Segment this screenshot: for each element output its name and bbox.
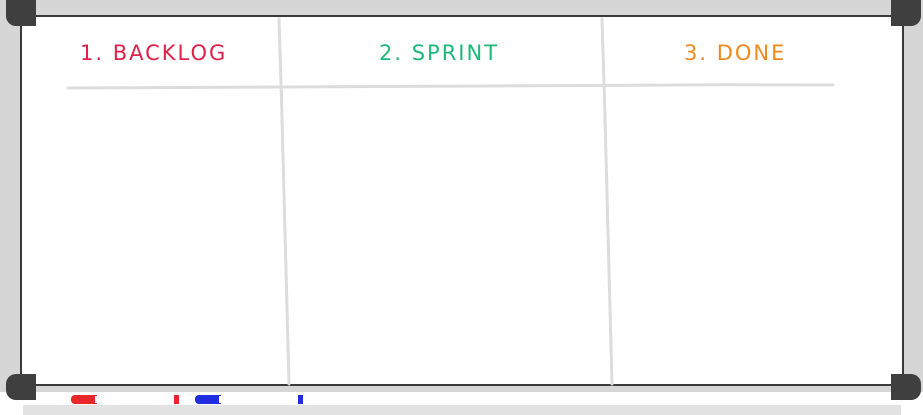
column-title-done: 3. DONE — [684, 41, 787, 65]
column-title-backlog: 1. BACKLOG — [80, 41, 228, 65]
blue-marker-tip — [298, 395, 303, 404]
blue-marker-cap — [195, 395, 221, 404]
frame-corner-bottom-right — [891, 374, 921, 400]
red-marker-cap — [71, 395, 97, 404]
frame-corner-top-right — [891, 0, 921, 26]
column-title-sprint: 2. SPRINT — [379, 41, 500, 65]
red-marker-body — [95, 396, 175, 403]
blue-marker[interactable] — [195, 395, 305, 404]
red-marker-tip — [174, 395, 179, 404]
frame-corner-top-left — [6, 0, 36, 26]
red-marker[interactable] — [71, 395, 181, 404]
marker-tray — [23, 405, 901, 415]
whiteboard-surface[interactable] — [20, 15, 904, 386]
frame-corner-bottom-left — [6, 374, 36, 400]
blue-marker-body — [219, 396, 299, 403]
